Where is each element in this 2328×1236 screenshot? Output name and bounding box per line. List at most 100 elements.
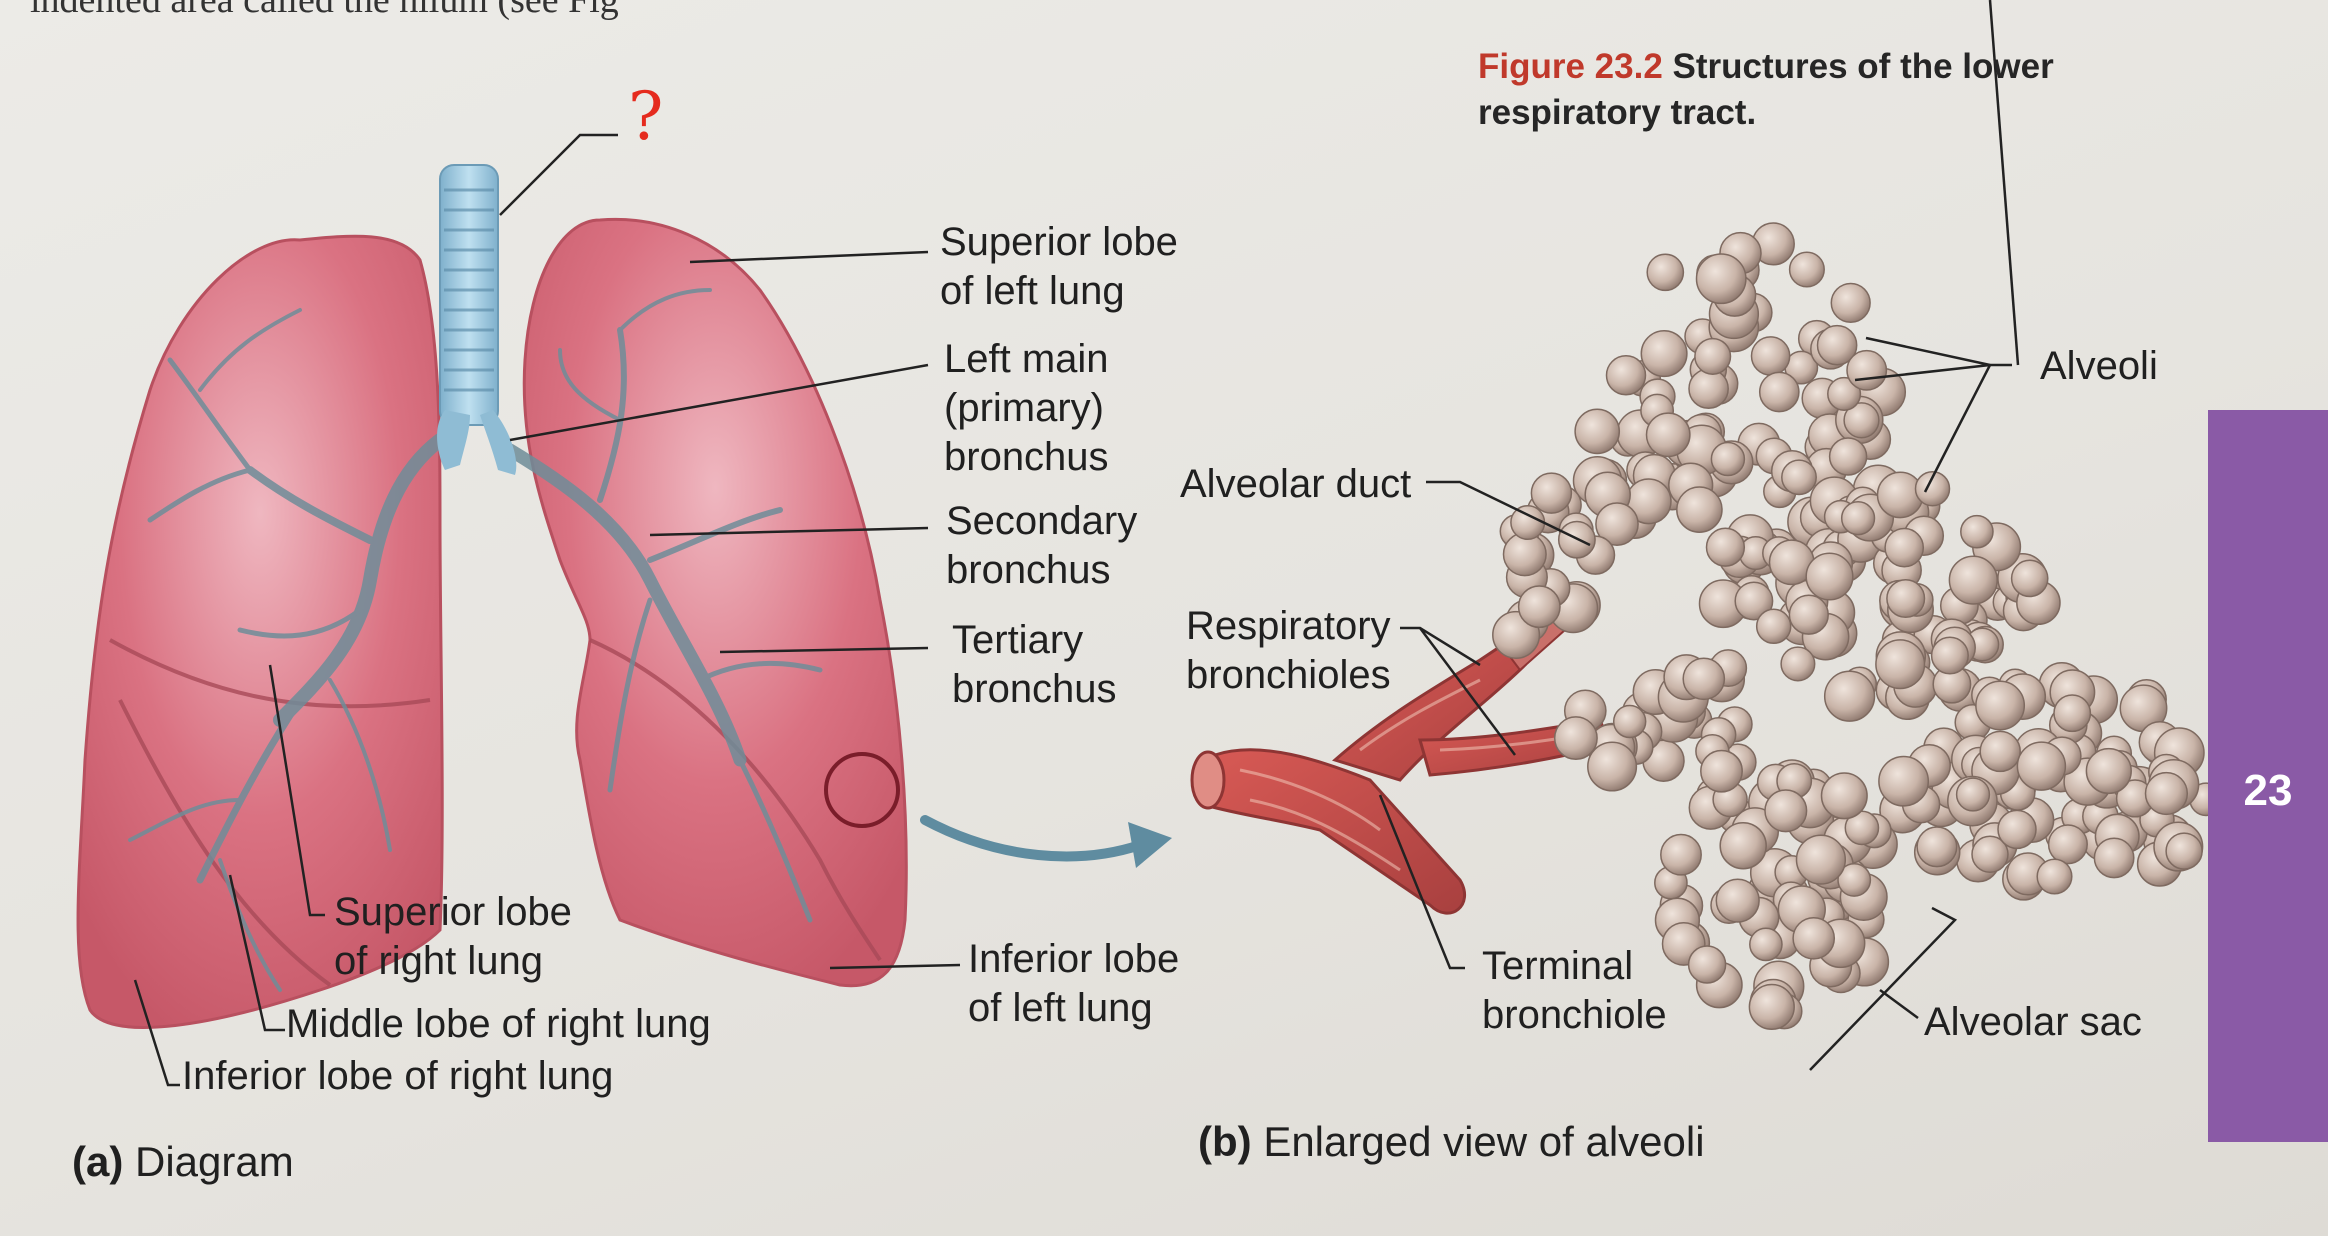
alveolus	[2165, 832, 2203, 870]
alveolus	[2085, 747, 2132, 795]
caption-b: (b) Enlarged view of alveoli	[1198, 1118, 1705, 1166]
alveolus	[2016, 741, 2067, 791]
leader-superior-left	[689, 250, 929, 264]
label-alveolar-sac: Alveolar sac	[1924, 1000, 2142, 1044]
figure-title-line2: respiratory tract.	[1478, 93, 1757, 133]
right-oblique-fissure	[118, 699, 332, 987]
alveolus	[1795, 834, 1847, 885]
alveolus	[1955, 777, 1991, 812]
alveolus	[1640, 330, 1688, 378]
leader-resp-2	[1418, 627, 1517, 756]
leader-alveolar-sac	[1879, 988, 1919, 1020]
alveolus	[1517, 585, 1561, 629]
leader-inferior-left	[829, 963, 961, 970]
alveolus	[1788, 251, 1825, 288]
leader-secondary	[649, 526, 929, 537]
label-line: of right lung	[334, 938, 544, 983]
alveolus	[1979, 730, 2021, 773]
alveolus	[1788, 594, 1829, 635]
alveolus	[1830, 282, 1871, 324]
alveolus	[1715, 878, 1760, 923]
left-bronchial-tree	[503, 288, 823, 923]
label-line: of left lung	[968, 985, 1153, 1030]
alveolus	[1646, 253, 1685, 292]
alveolus	[1828, 437, 1868, 476]
chapter-number: 23	[2243, 766, 2293, 815]
label-middle-lobe-right: Middle lobe of right lung	[286, 1002, 711, 1046]
alveolus	[1948, 555, 1998, 605]
trachea	[437, 164, 517, 475]
alveolus	[1878, 755, 1930, 807]
label-secondary-bronchus: Secondary bronchus	[946, 497, 1137, 595]
left-lung	[503, 217, 908, 988]
alveolus	[2053, 694, 2092, 733]
leader-alveoli-2	[1854, 363, 1991, 382]
alveolar-sac-bracket	[1809, 906, 1958, 1071]
alveolus	[1749, 927, 1783, 962]
label-line: Tertiary	[952, 618, 1084, 662]
label-respiratory-bronchioles: Respiratory bronchioles	[1186, 602, 1391, 700]
alveolus	[1719, 821, 1767, 870]
alveolus	[1676, 486, 1723, 533]
alveolus	[2047, 824, 2088, 865]
alveolus	[1781, 459, 1817, 496]
magnified-region-circle	[824, 752, 900, 828]
caption-a: (a) Diagram	[72, 1138, 294, 1186]
alveolus	[1971, 835, 2009, 874]
alveolus	[1510, 504, 1546, 541]
figure-title: Figure 23.2 Structures of the lower resp…	[1478, 44, 2054, 136]
label-left-main-bronchus: Left main (primary) bronchus	[944, 335, 1109, 481]
alveolus	[1605, 355, 1647, 396]
alveolus	[1820, 772, 1868, 820]
figure-number: Figure 23.2	[1478, 47, 1663, 86]
label-superior-lobe-right: Superior lobe of right lung	[334, 888, 572, 986]
alveolus	[1750, 336, 1791, 376]
alveolus	[1688, 368, 1729, 410]
leader-lines	[133, 0, 2020, 1087]
figure-title-line1: Structures of the lower	[1672, 47, 2054, 86]
caption-b-text: Enlarged view of alveoli	[1263, 1118, 1705, 1165]
label-line: (primary)	[944, 385, 1104, 430]
alveolus	[1884, 527, 1925, 568]
label-line: of left lung	[940, 268, 1125, 313]
alveolus	[1700, 749, 1743, 793]
leader-alveoli-1	[1865, 336, 1991, 367]
alveolus	[1764, 789, 1808, 833]
leader-alveolar-duct	[1426, 480, 1591, 547]
label-alveoli: Alveoli	[2040, 344, 2158, 388]
alveolus	[1792, 916, 1836, 960]
label-line: bronchus	[944, 434, 1109, 479]
bronchiole-tree	[1190, 608, 1613, 915]
alveolus	[1574, 408, 1621, 455]
alveolus	[1758, 371, 1800, 413]
caption-a-text: Diagram	[135, 1138, 294, 1185]
alveolus	[1997, 809, 2037, 850]
alveolus	[1553, 716, 1598, 761]
alveolus	[1780, 646, 1816, 682]
right-lung	[76, 234, 447, 1029]
alveolus	[1710, 441, 1746, 477]
leader-left-main	[509, 363, 929, 442]
alveolus	[1930, 636, 1969, 675]
leader-superior-right	[268, 664, 325, 917]
alveolus	[1840, 501, 1876, 536]
label-line: Superior lobe	[334, 890, 572, 934]
question-mark-annotation: ?	[628, 78, 664, 155]
alveolus	[1694, 337, 1732, 375]
leader-alveoli-3	[1923, 364, 1992, 493]
top-text-fragment: indented area called the hilum (see Fig	[30, 0, 619, 21]
magnify-arrow	[920, 815, 1145, 862]
alveolus	[1734, 581, 1774, 621]
right-horizontal-fissure	[109, 638, 431, 709]
alveolus	[1755, 608, 1792, 645]
alveolus	[1645, 412, 1691, 458]
alveolus	[1886, 578, 1926, 619]
label-line: bronchus	[946, 547, 1111, 592]
alveolus	[1975, 680, 2026, 731]
leader-middle-right	[228, 874, 285, 1032]
label-line: Terminal	[1482, 944, 1634, 988]
caption-a-letter: (a)	[72, 1138, 124, 1185]
label-line: bronchus	[952, 666, 1117, 711]
alveolus	[1748, 983, 1795, 1031]
label-line: Superior lobe	[940, 220, 1178, 264]
